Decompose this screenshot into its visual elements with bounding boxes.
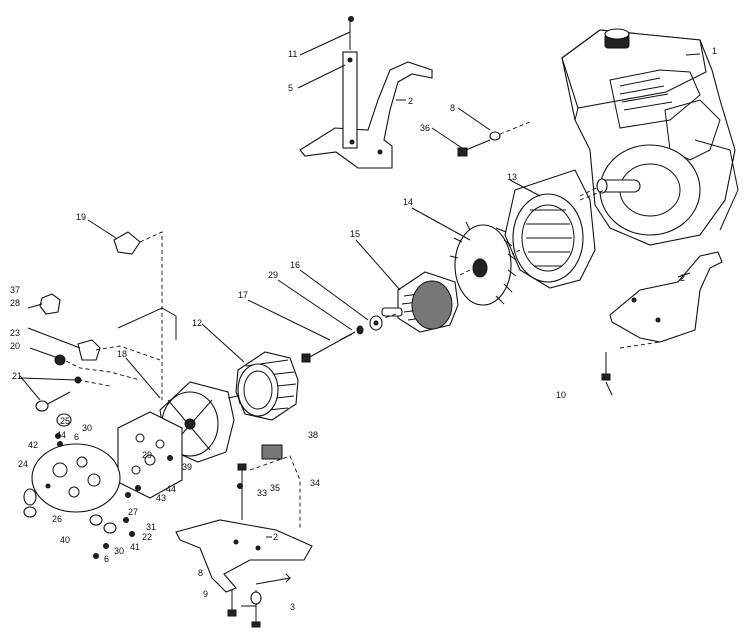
part-19-pad [113,231,163,400]
stator-part [235,351,299,421]
callout-17: 17 [238,290,248,300]
callout-25: 25 [60,416,70,426]
callout-30-lower: 30 [114,546,124,556]
callout-3: 3 [290,602,295,612]
callout-39: 39 [182,462,192,472]
callout-19: 19 [76,212,86,222]
callout-8-bottom: 8 [198,568,203,578]
callout-8-top: 8 [450,103,455,113]
callout-43: 43 [156,493,166,503]
callout-10: 10 [556,390,566,400]
callout-23: 23 [10,328,20,338]
fan-housing-part [504,169,606,289]
top-bracket [299,16,433,169]
bolt-36-and-washer-8 [457,121,531,157]
callout-1: 1 [712,46,717,56]
callout-41: 41 [130,542,140,552]
callout-11: 11 [288,49,297,59]
callout-2-bottom: 2 [273,532,278,542]
assembly-guide-lines [59,187,597,387]
callout-44-right: 44 [166,484,176,494]
callout-38: 38 [308,430,318,440]
callout-22: 22 [142,532,152,542]
callout-37: 37 [10,285,20,295]
callout-35: 35 [270,483,280,493]
callout-40: 40 [60,535,70,545]
callout-labels: 1 2 2 2 3 5 6 6 8 8 9 10 11 12 13 14 15 … [10,46,717,612]
bottom-bracket-right [601,251,723,381]
engine-part [561,28,739,246]
callout-6-left: 6 [74,432,79,442]
callout-26: 26 [52,514,62,524]
callout-15: 15 [350,229,360,239]
through-bolt-17 [301,331,356,363]
callout-44-left: 44 [56,430,66,440]
bottom-bracket-left [175,455,313,628]
callout-28: 28 [10,298,20,308]
callout-33: 33 [257,488,267,498]
callout-2-top: 2 [408,96,413,106]
callout-30-upper: 30 [82,423,92,433]
callout-24: 24 [18,459,28,469]
rotor-part [381,271,459,333]
callout-29-top: 29 [268,270,278,280]
callout-9: 9 [203,589,208,599]
callout-36: 36 [420,123,430,133]
part-38-plate [261,444,283,460]
callout-42: 42 [28,440,38,450]
callout-5: 5 [288,83,293,93]
callout-16: 16 [290,260,300,270]
callout-12: 12 [192,318,202,328]
leader-lines [19,31,701,607]
callout-27: 27 [128,507,138,517]
washer-29-and-nut-16 [356,315,383,335]
face-plate-24 [31,443,121,513]
callout-13: 13 [507,172,517,182]
fan-part [449,221,517,306]
callout-21: 21 [12,371,22,381]
callout-34: 34 [310,478,320,488]
callout-20: 20 [10,341,20,351]
callout-2-right: 2 [680,273,685,283]
callout-18: 18 [117,349,127,359]
callout-14: 14 [403,197,413,207]
callout-29-left: 29 [142,450,152,460]
callout-31: 31 [146,522,156,532]
callout-6-bottom: 6 [104,554,109,564]
